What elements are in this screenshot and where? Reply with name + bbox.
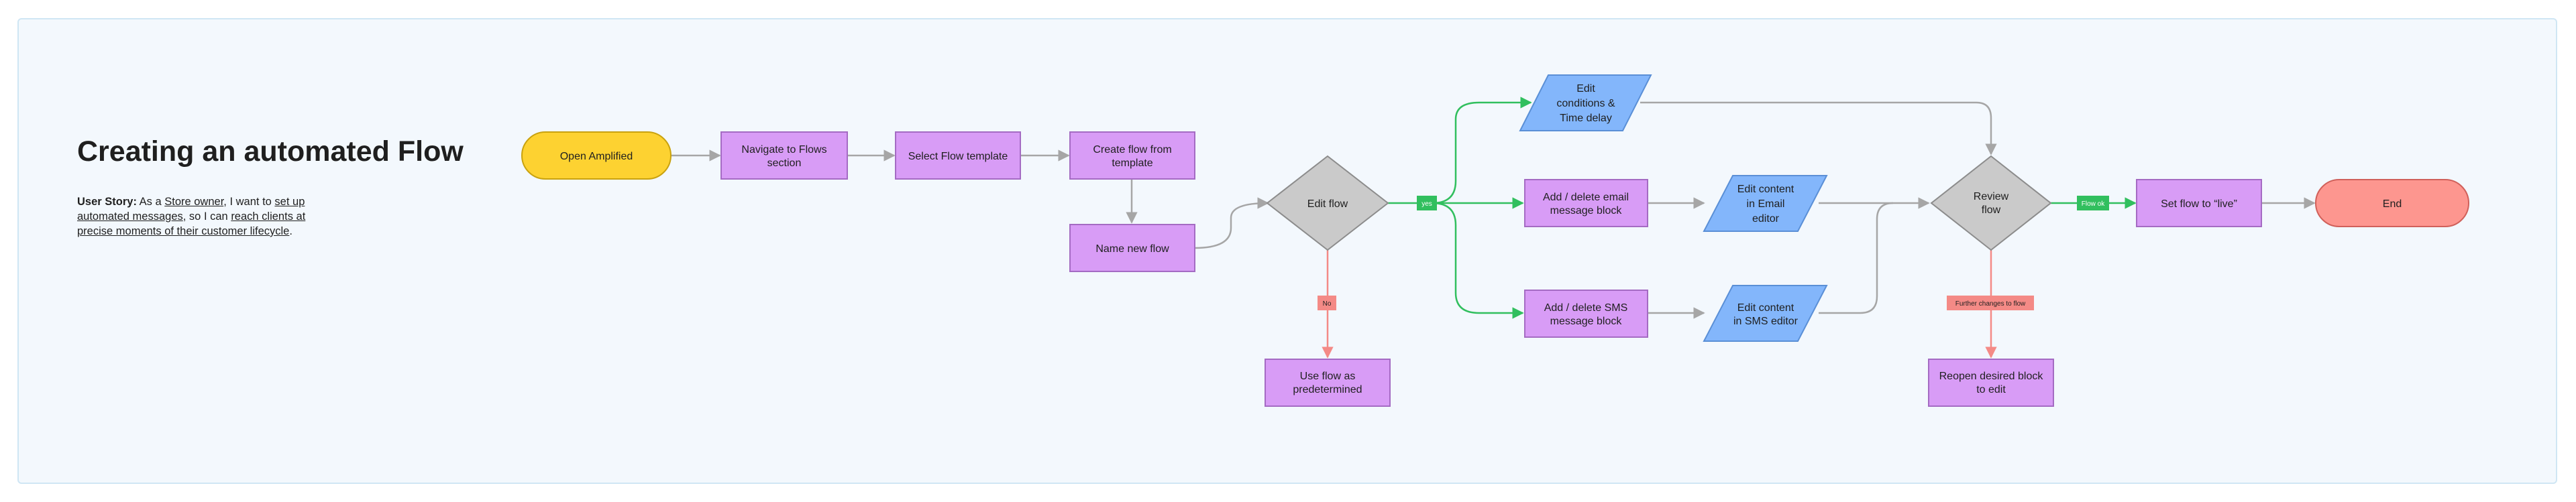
user-story-benefit: reach clients at precise moments of thei… <box>77 210 306 237</box>
svg-text:yes: yes <box>1421 200 1432 208</box>
user-story-goal: set up automated messages <box>77 196 305 223</box>
svg-text:Flow ok: Flow ok <box>2082 200 2105 208</box>
tag-further-changes: Further changes to flow <box>1947 296 2034 310</box>
node-edit-flow-decision: Edit flow <box>1266 155 1389 251</box>
edge-edit-sms-to-review <box>1819 202 1894 314</box>
svg-text:Set flow to “live”: Set flow to “live” <box>2161 198 2237 210</box>
user-story: User Story: As a Store owner, I want to … <box>77 196 306 237</box>
svg-text:Open Amplified: Open Amplified <box>560 151 633 162</box>
node-set-live: Set flow to “live” <box>2136 179 2262 227</box>
edge-conditions-to-review <box>1640 101 1997 155</box>
svg-text:Edit flow: Edit flow <box>1307 198 1348 210</box>
svg-text:No: No <box>1323 300 1332 308</box>
user-story-role: Store owner <box>164 196 224 208</box>
tag-no: No <box>1318 296 1336 310</box>
edge-edit-yes-to-sms <box>1432 202 1524 319</box>
svg-text:Name new flow: Name new flow <box>1095 243 1169 255</box>
node-open-amplified: Open Amplified <box>521 131 672 180</box>
svg-text:End: End <box>2383 198 2402 210</box>
node-end: End <box>2315 179 2469 227</box>
svg-text:Select Flow template: Select Flow template <box>908 151 1008 162</box>
edge-edit-yes-to-conditions <box>1432 97 1532 204</box>
diagram-title: Creating an automated Flow <box>77 135 464 168</box>
tag-yes: yes <box>1417 196 1437 210</box>
svg-text:Further changes to flow: Further changes to flow <box>1955 300 2026 308</box>
edge-name-to-edit <box>1194 197 1269 249</box>
node-name-flow: Name new flow <box>1069 224 1195 272</box>
user-story-label: User Story: <box>77 196 137 208</box>
tag-flow-ok: Flow ok <box>2077 196 2109 210</box>
node-select-template: Select Flow template <box>895 131 1021 180</box>
